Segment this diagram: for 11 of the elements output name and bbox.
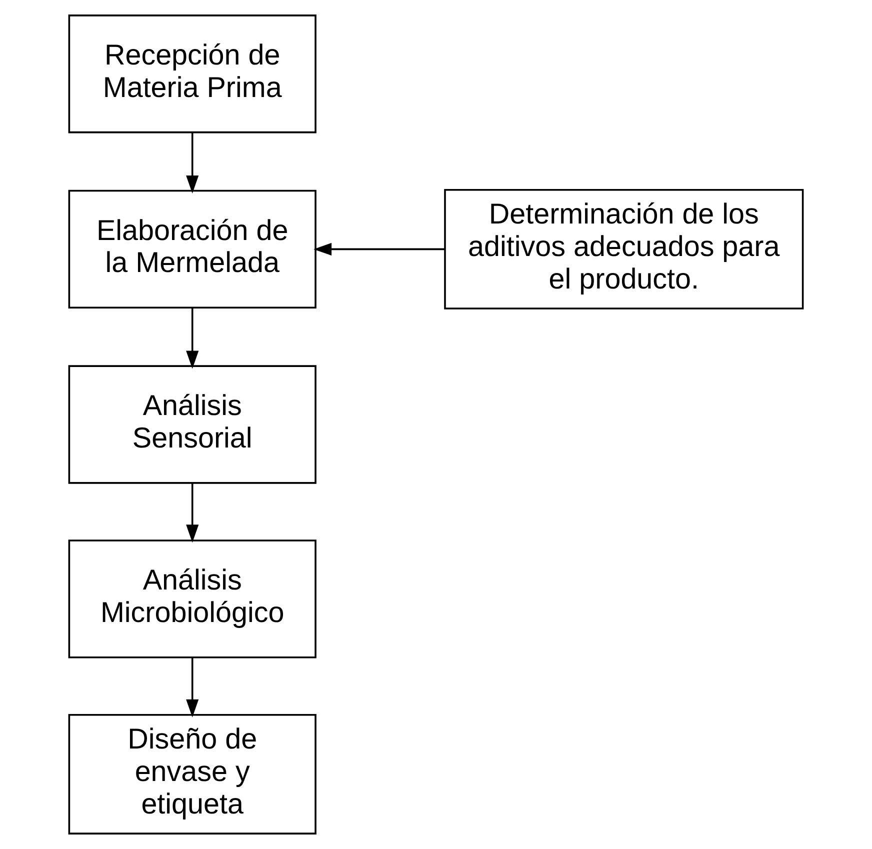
node-box: Elaboración de la Mermelada bbox=[68, 190, 316, 309]
node-box: Diseño de envase y etiqueta bbox=[68, 714, 316, 834]
arrow bbox=[186, 308, 199, 369]
node-box: Análisis Microbiológico bbox=[68, 540, 316, 658]
arrow bbox=[186, 483, 199, 543]
node-box: Recepción de Materia Prima bbox=[68, 14, 316, 134]
arrow bbox=[186, 657, 199, 718]
node-box: Análisis Sensorial bbox=[68, 365, 316, 484]
node-box: Determinación de los aditivos adecuados para el producto. bbox=[444, 188, 804, 310]
arrow bbox=[314, 242, 445, 256]
arrow bbox=[186, 132, 199, 194]
